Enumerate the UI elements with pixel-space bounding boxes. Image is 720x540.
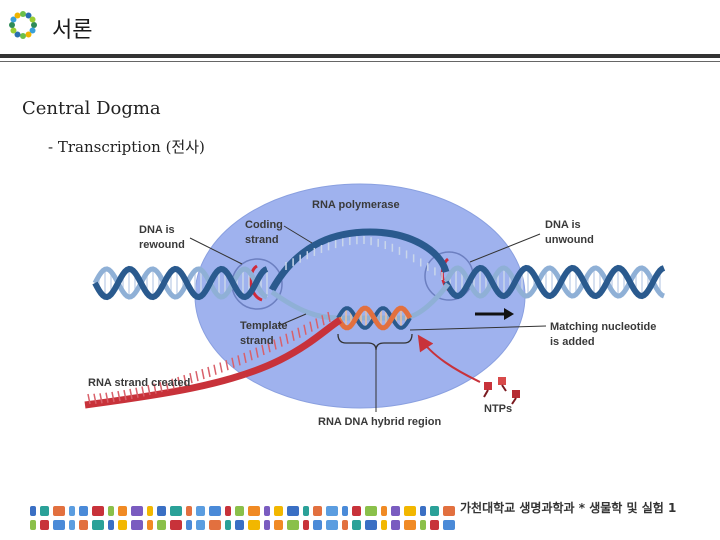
rna-strand — [84, 317, 342, 409]
dna-helix-right — [443, 264, 666, 300]
ntp-molecules — [483, 377, 520, 405]
page-title: 서론 — [52, 18, 93, 43]
logo-icon — [9, 11, 37, 39]
label-template-strand-line1: Template — [240, 320, 287, 332]
coding-strand-bases — [285, 236, 443, 280]
label-rna-polymerase: RNA polymerase — [312, 199, 400, 211]
header-divider-thin — [0, 61, 720, 62]
label-ntps: NTPs — [484, 403, 512, 415]
label-dna-rewound-line1: DNA is — [139, 224, 175, 236]
label-dna-unwound-line2: unwound — [545, 234, 594, 246]
header-divider — [0, 54, 720, 58]
ntp-arrow — [417, 334, 481, 383]
label-hybrid-region: RNA DNA hybrid region — [318, 416, 442, 428]
section-subheading: - Transcription (전사) — [48, 138, 205, 156]
label-coding-strand-line2: strand — [245, 234, 279, 246]
matching-pointer — [409, 325, 547, 331]
label-dna-unwound-line1: DNA is — [545, 219, 581, 231]
rewind-rotation-icon — [249, 264, 263, 302]
label-matching-nucleotide-line2: is added — [550, 336, 595, 348]
section-heading: Central Dogma — [22, 98, 161, 119]
template-pointer — [277, 313, 307, 327]
direction-arrowhead — [504, 308, 514, 320]
coding-pointer — [283, 225, 313, 244]
label-dna-rewound-line2: rewound — [139, 239, 185, 251]
label-template-strand-line2: strand — [240, 335, 274, 347]
dna-helix-left — [92, 265, 269, 301]
footer-dna-bars — [30, 506, 455, 530]
unwound-pointer — [469, 233, 541, 263]
rewound-pointer — [189, 237, 243, 265]
label-matching-nucleotide-line1: Matching nucleotide — [550, 321, 656, 333]
footer-text: 가천대학교 생명과학과 * 생물학 및 실험 1 — [460, 501, 677, 515]
coding-strand — [268, 228, 450, 292]
label-coding-strand-line1: Coding — [245, 219, 283, 231]
rna-strand-bases — [87, 311, 331, 405]
label-rna-strand-created: RNA strand created — [88, 377, 190, 389]
rna-dna-hybrid — [335, 305, 413, 331]
